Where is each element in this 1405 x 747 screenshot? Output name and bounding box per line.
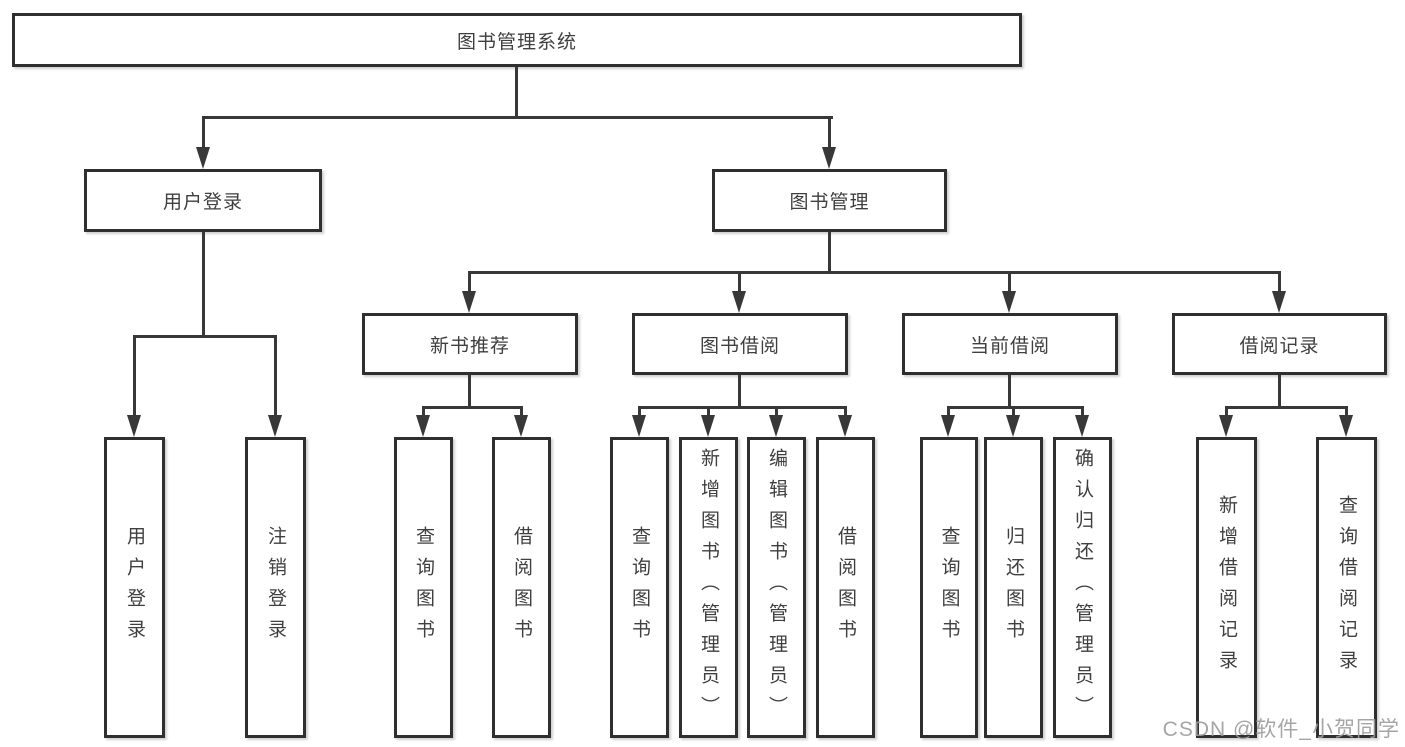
node-borrowing-records: 借阅记录 bbox=[1172, 313, 1387, 375]
arrow-down-icon bbox=[838, 415, 852, 437]
connector-line bbox=[274, 335, 277, 415]
connector-line bbox=[1278, 375, 1281, 408]
arrow-down-icon bbox=[462, 291, 476, 313]
node-leaf-query-books-current: 查询图书 bbox=[920, 437, 978, 738]
connector-line bbox=[1081, 406, 1084, 416]
connector-line bbox=[1012, 406, 1015, 416]
connector-line bbox=[468, 375, 471, 408]
connector-line bbox=[844, 406, 847, 416]
connector-line bbox=[468, 271, 1281, 274]
node-leaf-query-books-borrowing: 查询图书 bbox=[610, 437, 669, 738]
connector-line bbox=[1008, 375, 1011, 408]
node-label: 图书管理 bbox=[789, 192, 870, 213]
arrow-down-icon bbox=[1339, 415, 1353, 437]
leaf-label: 查询图书 bbox=[938, 525, 960, 650]
arrow-down-icon bbox=[1002, 291, 1016, 313]
leaf-label: 确认归还（管理员） bbox=[1072, 448, 1093, 727]
leaf-label: 借阅图书 bbox=[511, 525, 532, 650]
arrow-down-icon bbox=[1272, 291, 1286, 313]
arrow-down-icon bbox=[514, 415, 528, 437]
connector-line bbox=[1008, 271, 1011, 292]
arrow-down-icon bbox=[701, 415, 715, 437]
connector-line bbox=[1225, 406, 1228, 416]
connector-line bbox=[520, 406, 523, 416]
connector-line bbox=[738, 271, 741, 292]
leaf-label: 新增借阅记录 bbox=[1216, 494, 1237, 681]
leaf-label: 编辑图书（管理员） bbox=[766, 448, 787, 727]
node-leaf-query-books-recommend: 查询图书 bbox=[394, 437, 453, 738]
arrow-down-icon bbox=[416, 415, 430, 437]
connector-line bbox=[1225, 406, 1348, 409]
arrow-down-icon bbox=[196, 147, 210, 169]
connector-line bbox=[1345, 406, 1348, 416]
connector-line bbox=[202, 116, 833, 119]
leaf-label: 查询图书 bbox=[629, 525, 650, 650]
node-label: 新书推荐 bbox=[429, 335, 510, 357]
connector-line bbox=[775, 406, 778, 416]
connector-line bbox=[707, 406, 710, 416]
node-leaf-borrow-books: 借阅图书 bbox=[816, 437, 875, 738]
connector-line bbox=[828, 116, 831, 148]
node-leaf-query-borrow-record: 查询借阅记录 bbox=[1316, 437, 1377, 738]
leaf-label: 用户登录 bbox=[124, 525, 145, 650]
node-root-book-management-system: 图书管理系统 bbox=[12, 13, 1022, 67]
arrow-down-icon bbox=[1075, 415, 1089, 437]
leaf-label: 注销登录 bbox=[265, 525, 286, 650]
arrow-down-icon bbox=[941, 415, 955, 437]
connector-line bbox=[1278, 271, 1281, 292]
arrow-down-icon bbox=[127, 415, 141, 437]
leaf-label: 新增图书（管理员） bbox=[698, 448, 719, 727]
node-label: 用户登录 bbox=[162, 192, 243, 213]
connector-line bbox=[638, 406, 847, 409]
node-label: 当前借阅 bbox=[969, 335, 1050, 357]
connector-line bbox=[947, 406, 950, 416]
node-book-management-branch: 图书管理 bbox=[712, 169, 947, 232]
arrow-down-icon bbox=[1006, 415, 1020, 437]
node-current-borrowing: 当前借阅 bbox=[902, 313, 1118, 375]
arrow-down-icon bbox=[268, 415, 282, 437]
connector-line bbox=[202, 232, 205, 336]
connector-line bbox=[133, 335, 136, 415]
arrow-down-icon bbox=[822, 147, 836, 169]
leaf-label: 归还图书 bbox=[1003, 525, 1024, 650]
node-label: 图书借阅 bbox=[699, 335, 780, 357]
connector-line bbox=[947, 406, 1084, 409]
leaf-label: 查询图书 bbox=[413, 525, 434, 650]
connector-line bbox=[828, 232, 831, 272]
arrow-down-icon bbox=[1219, 415, 1233, 437]
node-root-label: 图书管理系统 bbox=[456, 31, 577, 53]
connector-line bbox=[133, 335, 277, 338]
leaf-label: 借阅图书 bbox=[835, 525, 856, 650]
node-leaf-logout: 注销登录 bbox=[245, 437, 306, 738]
arrow-down-icon bbox=[769, 415, 783, 437]
node-leaf-edit-books-admin: 编辑图书（管理员） bbox=[747, 437, 806, 738]
node-book-borrowing: 图书借阅 bbox=[632, 313, 848, 375]
connector-line bbox=[468, 271, 471, 292]
connector-line bbox=[422, 406, 523, 409]
node-new-book-recommend: 新书推荐 bbox=[362, 313, 578, 375]
node-leaf-borrow-books-recommend: 借阅图书 bbox=[492, 437, 551, 738]
arrow-down-icon bbox=[732, 291, 746, 313]
node-leaf-add-borrow-record: 新增借阅记录 bbox=[1196, 437, 1257, 738]
node-label: 借阅记录 bbox=[1239, 335, 1320, 357]
node-user-login-branch: 用户登录 bbox=[84, 169, 322, 232]
connector-line bbox=[515, 67, 518, 117]
connector-line bbox=[638, 406, 641, 416]
connector-line bbox=[738, 375, 741, 408]
csdn-watermark: CSDN @软件_小贺同学 bbox=[1162, 718, 1400, 741]
node-leaf-confirm-return-admin: 确认归还（管理员） bbox=[1053, 437, 1112, 738]
arrow-down-icon bbox=[632, 415, 646, 437]
connector-line bbox=[422, 406, 425, 416]
leaf-label: 查询借阅记录 bbox=[1336, 494, 1357, 681]
connector-line bbox=[202, 116, 205, 148]
node-leaf-return-books: 归还图书 bbox=[984, 437, 1043, 738]
node-leaf-user-login: 用户登录 bbox=[104, 437, 165, 738]
node-leaf-add-books-admin: 新增图书（管理员） bbox=[679, 437, 738, 738]
